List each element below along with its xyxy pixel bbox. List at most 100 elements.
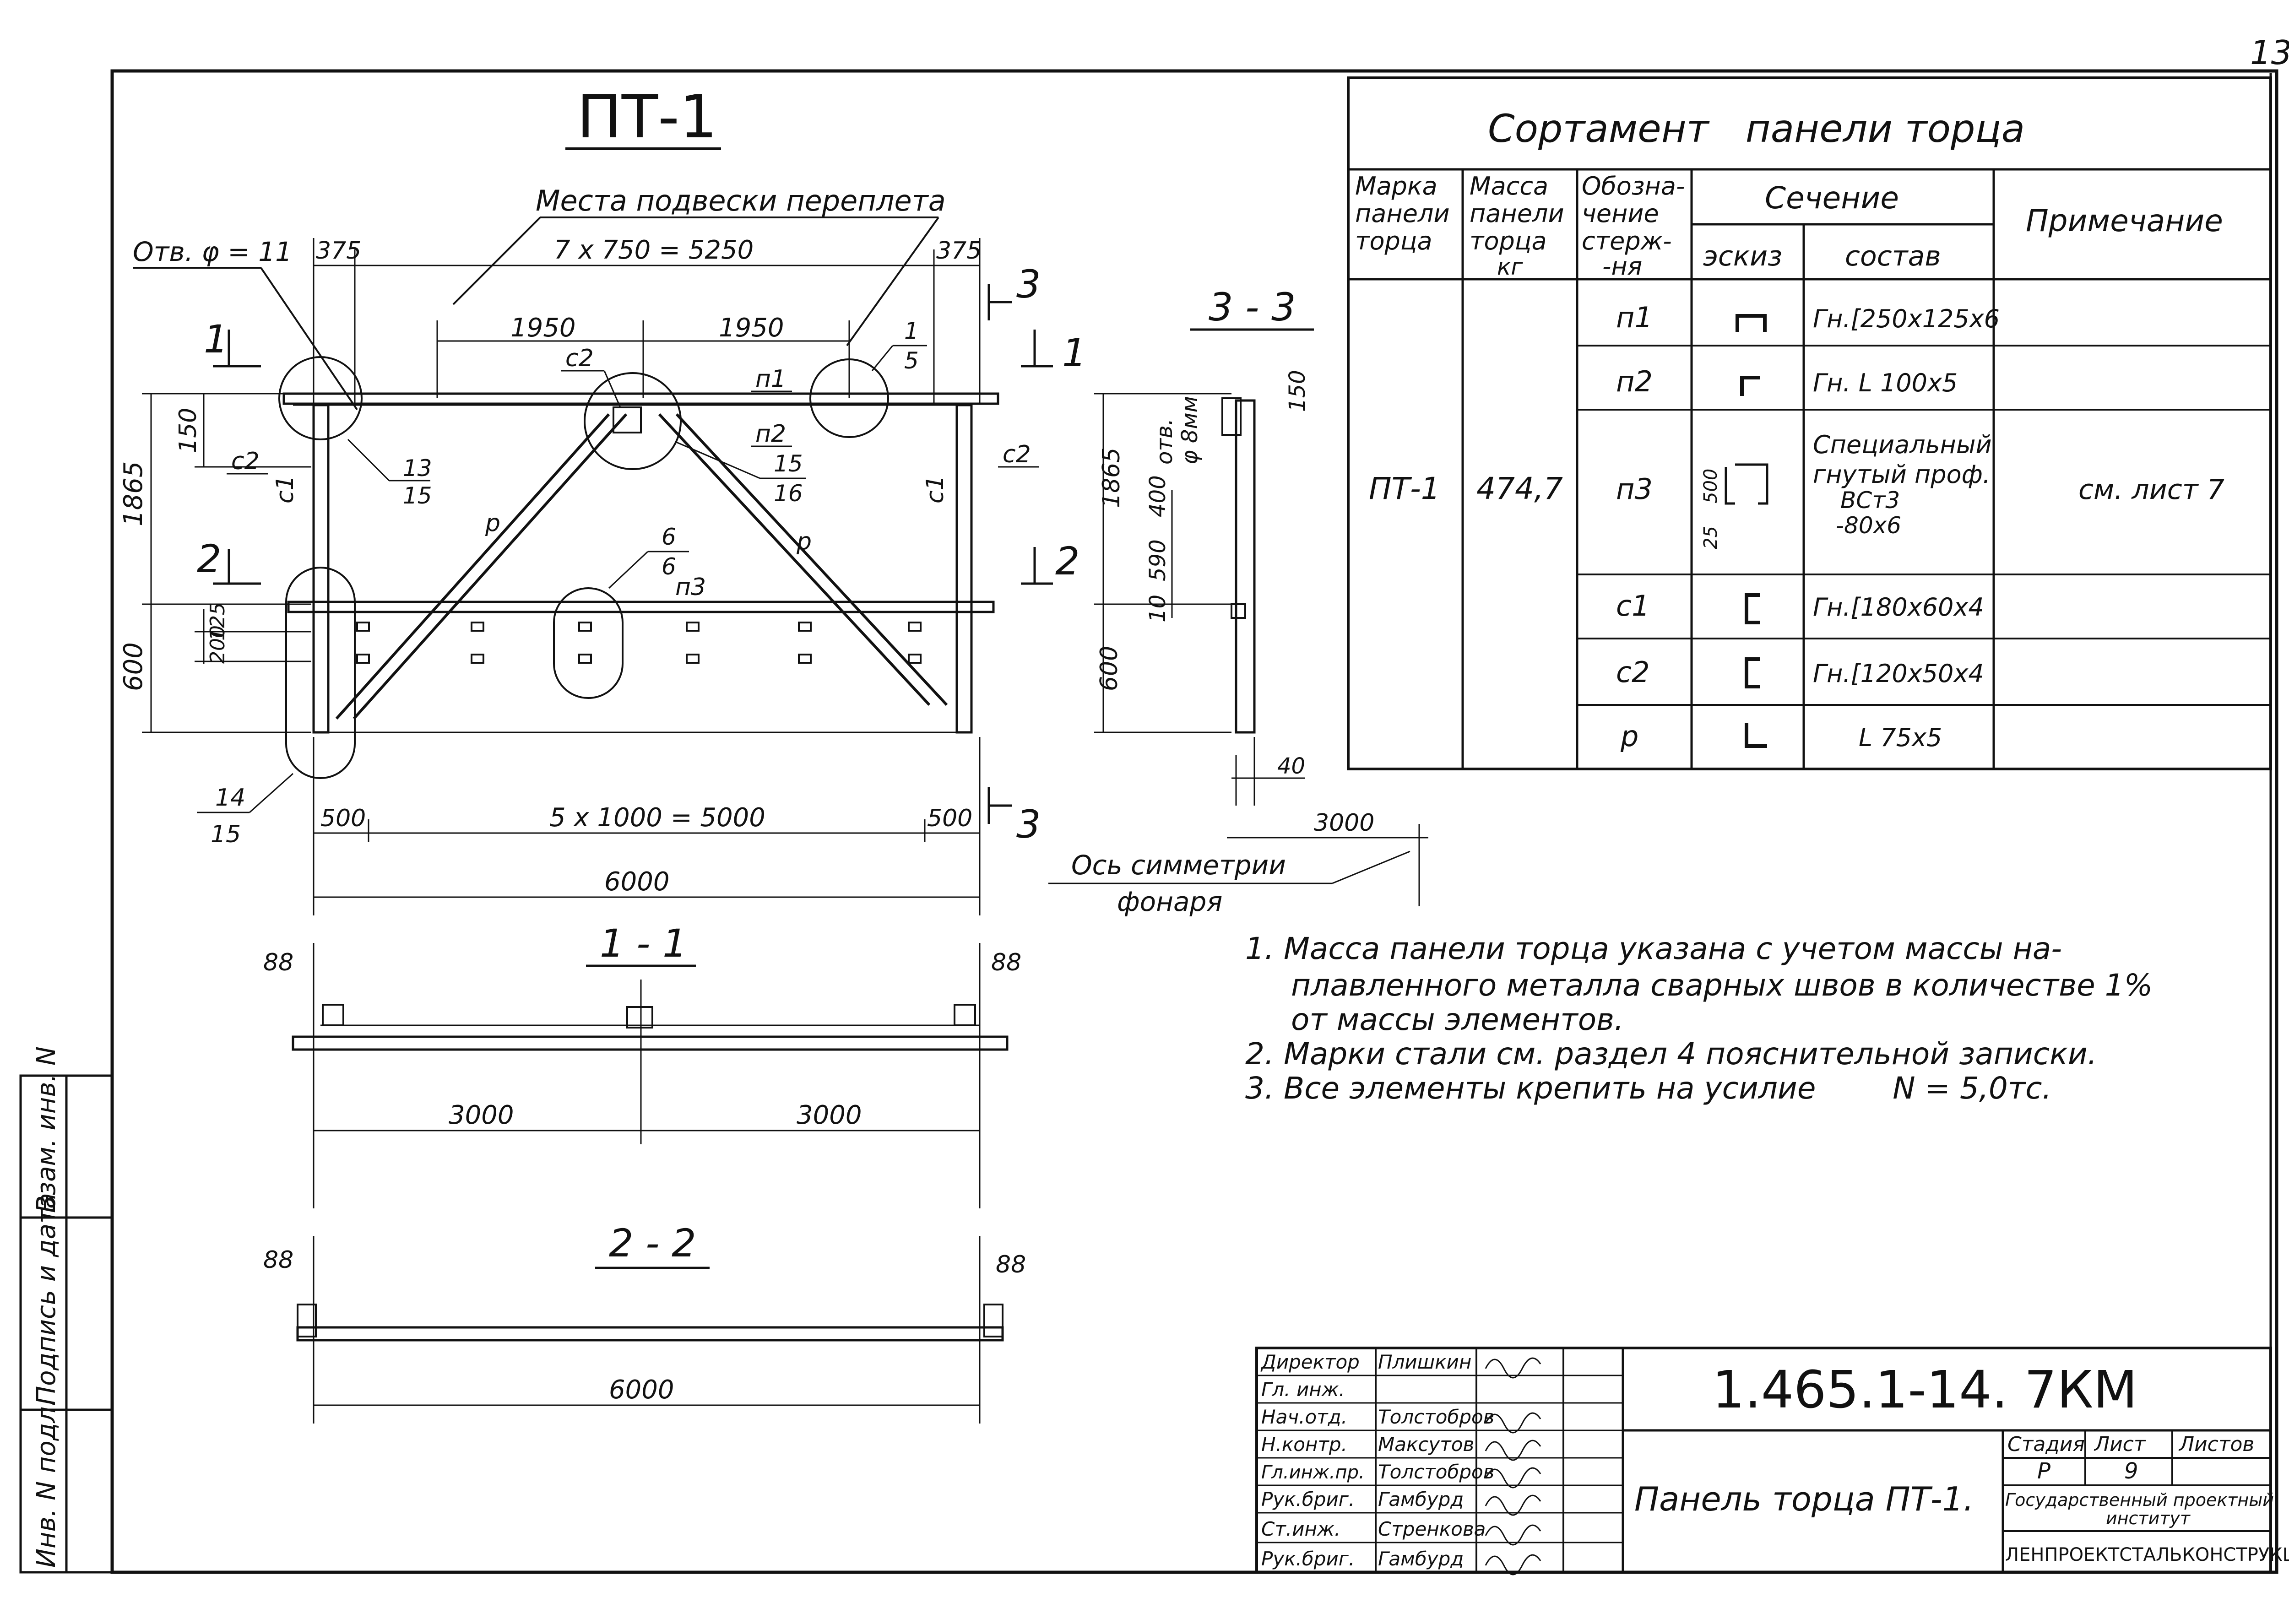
hdr-section: Сечение [1765,180,1899,216]
section-22-title: 2 - 2 [609,1221,696,1266]
tb-name: Панель торца ПТ-1. [1634,1480,1974,1518]
notes: 1. Масса панели торца указана с учетом м… [1245,931,2153,1106]
node-15-16-top: 15 [774,450,803,477]
label-n2: п2 [755,420,786,448]
s11-dim-right: 88 [991,949,1021,976]
section-mark-3-bottom: 3 [1016,802,1041,847]
s33-dim-600: 600 [1096,646,1123,691]
s33-dim-590: 590 [1145,539,1171,581]
s22-dim-right: 88 [996,1251,1026,1278]
node-14-15-top: 14 [215,784,245,812]
tb-sheets-label: Листов [2178,1433,2254,1456]
tb-role-1: Директор [1260,1351,1360,1373]
section-33-title: 3 - 3 [1209,285,1296,330]
node-15-16-bot: 16 [774,480,803,507]
dim-bottom-right: 500 [927,805,972,832]
note-1a: 1. Масса панели торца указана с учетом м… [1245,931,2062,966]
tb-role-6: Рук.бриг. [1261,1488,1355,1510]
tb-role-8: Рук.бриг. [1261,1548,1355,1570]
dim-h-200: 200 [206,625,229,664]
tb-role-2: Гл. инж. [1261,1378,1345,1401]
section-mark-2-left: 2 [197,536,221,581]
tb-stage-label: Стадия [2007,1433,2085,1456]
section-mark-3-top: 3 [1016,262,1041,307]
hdr-sketch: эскиз [1703,240,1782,272]
node-6-6-bot: 6 [662,553,676,580]
s33-dim-10: 10 [1145,595,1171,623]
row3-comp-1: Специальный [1813,430,1992,459]
stamp-podpis-data: Подпись и дата [32,1193,61,1405]
tb-role-7: Ст.инж. [1261,1518,1340,1540]
row1-comp: Гн.[250x125x6 [1813,304,2000,333]
stamp-inv-podl: Инв. N подл. [32,1398,61,1568]
label-c1-right: с1 [922,475,949,503]
hdr-desig-3: стерж- [1582,227,1672,255]
axis-label-1: Ось симметрии [1071,850,1286,881]
tb-role-3: Нач.отд. [1261,1406,1347,1428]
hdr-mass-2: панели [1470,199,1564,228]
tb-name-7: Стренкова [1378,1518,1486,1540]
row1-desig: п1 [1616,301,1653,334]
s33-dim-1865: 1865 [1098,448,1125,508]
label-n1: п1 [755,365,786,393]
node-14-15-bot: 15 [211,821,241,848]
hdr-mass-3: торца [1470,227,1547,255]
tb-name-8: Гамбурд [1378,1548,1464,1570]
cell-mass: 474,7 [1476,471,1563,506]
section-mark-1-left: 1 [204,317,228,362]
dim-total: 6000 [604,867,670,897]
dim-bottom-left: 500 [320,805,366,832]
dim-mid-right: 1950 [719,313,784,343]
s33-dim-150: 150 [1285,370,1310,412]
row6-desig: р [1620,720,1638,753]
hdr-desig-1: Обозна- [1582,172,1685,200]
tb-name-4: Максутов [1378,1433,1474,1456]
note-2: 2. Марки стали см. раздел 4 пояснительно… [1245,1036,2097,1072]
tb-name-5: Толстобров [1378,1461,1494,1483]
hdr-composition: состав [1845,240,1941,272]
tb-name-3: Толстобров [1378,1406,1494,1428]
title-block: Директор Плишкин Гл. инж. Нач.отд. Толст… [1255,1347,2289,1575]
section-3-3: 3 - 3 1865 600 отв. φ 8мм 400 590 10 150… [1048,285,1428,917]
row6-comp: L 75x5 [1859,723,1942,752]
tb-code: 1.465.1-14. 7КМ [1712,1360,2137,1420]
s11-dim-half-right: 3000 [797,1100,862,1130]
drawing-title: ПТ-1 [577,82,717,152]
hdr-mark-1: Марка [1355,172,1437,200]
tb-sheet: 9 [2124,1458,2138,1484]
hdr-desig-4: -ня [1602,252,1642,281]
dim-top-right: 375 [936,237,982,265]
tb-org-3: ЛЕНПРОЕКТСТАЛЬКОНСТРУКЦИЯ [2005,1544,2289,1565]
hole-note: Отв. φ = 11 [133,236,292,267]
axis-label-2: фонаря [1117,886,1222,917]
s33-dim-40: 40 [1277,753,1305,779]
row5-desig: с2 [1616,655,1650,689]
sortament-table: Сортамент панели торца Марка панели торц… [1347,76,2272,770]
s33-hole-d: φ 8мм [1177,396,1203,465]
row4-comp: Гн.[180x60x4 [1813,593,1984,622]
hdr-mark-3: торца [1355,227,1432,255]
page-number: 13 [2250,33,2289,72]
hdr-mark-2: панели [1355,199,1450,228]
label-c1-left: с1 [271,475,299,503]
row3-comp-3: ВСт3 [1840,487,1900,514]
hdr-mass-1: Масса [1470,172,1548,200]
tb-org-2: институт [2106,1508,2191,1528]
dim-h-total: 1865 [119,461,148,526]
hanging-note: Места подвески переплета [536,184,946,217]
node-1-5-top: 1 [904,318,919,344]
row4-desig: с1 [1616,589,1650,623]
table-title: Сортамент панели торца [1488,106,2025,151]
note-3: 3. Все элементы крепить на усилие N = 5,… [1245,1071,2052,1106]
s33-dim-400: 400 [1145,475,1171,517]
row5-comp: Гн.[120x50x4 [1813,659,1984,688]
section-mark-2-right: 2 [1055,539,1079,584]
main-view: ПТ-1 Места подвески переплета Отв. φ = 1… [119,82,1086,915]
stamp-vzam-inv: Взам. инв. N [32,1046,61,1213]
s22-dim-left: 88 [263,1246,293,1274]
hdr-desig-2: чение [1582,199,1659,228]
label-c2-top: с2 [565,345,594,372]
dim-bottom-span: 5 x 1000 = 5000 [549,803,765,833]
dim-h-600: 600 [119,642,148,691]
